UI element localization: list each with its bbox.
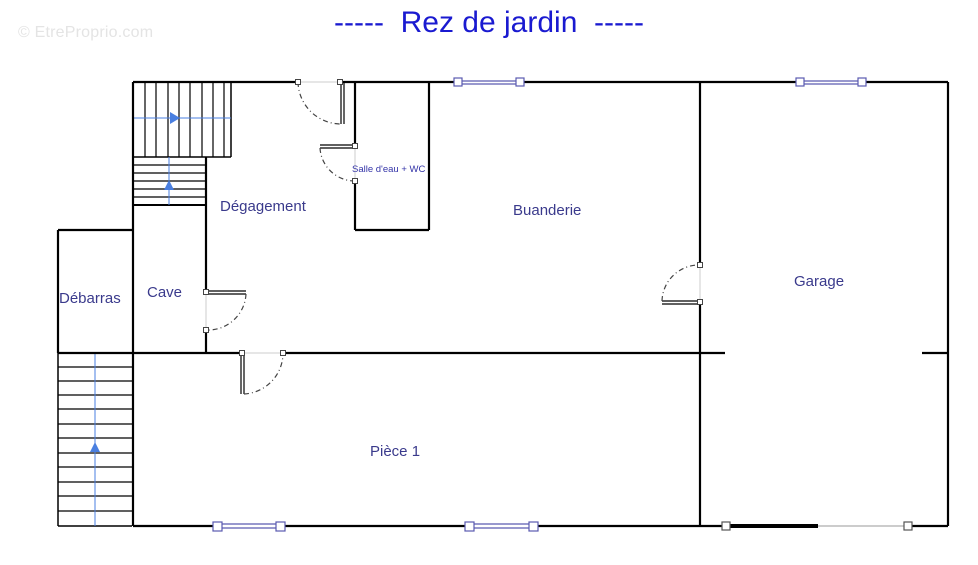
room-label-salle-deau: Salle d'eau + WC [352, 164, 426, 175]
stair-arrow-icon [170, 112, 180, 124]
room-label-piece-1: Pièce 1 [370, 443, 420, 460]
room-label-cave: Cave [147, 284, 182, 301]
title-text: Rez de jardin [400, 6, 578, 39]
door-swing-icon [239, 350, 286, 395]
room-label-buanderie: Buanderie [513, 202, 581, 219]
door-swing-icon [661, 262, 703, 305]
window-icon [453, 77, 525, 87]
stair-arrow-icon [164, 180, 174, 190]
window-icon [212, 521, 286, 532]
door-swing-icon [203, 289, 247, 333]
title-prefix: ----- [333, 6, 384, 39]
door-swing-icon [295, 79, 345, 125]
door-swing-icon [319, 143, 358, 184]
garage-door-icon [721, 521, 913, 531]
title-suffix: ----- [594, 6, 644, 39]
stairs-icon [57, 353, 132, 527]
room-label-garage: Garage [794, 273, 844, 290]
window-icon [795, 77, 867, 87]
stairs-icon [133, 82, 232, 206]
room-label-degagement: Dégagement [220, 198, 307, 215]
stair-arrow-icon [90, 442, 100, 452]
watermark: © EtreProprio.com [18, 24, 154, 41]
walls [56, 80, 950, 528]
plan-title: ----- Rez de jardin ----- [0, 6, 978, 40]
room-label-debarras: Débarras [59, 290, 121, 307]
window-icon [464, 521, 539, 532]
